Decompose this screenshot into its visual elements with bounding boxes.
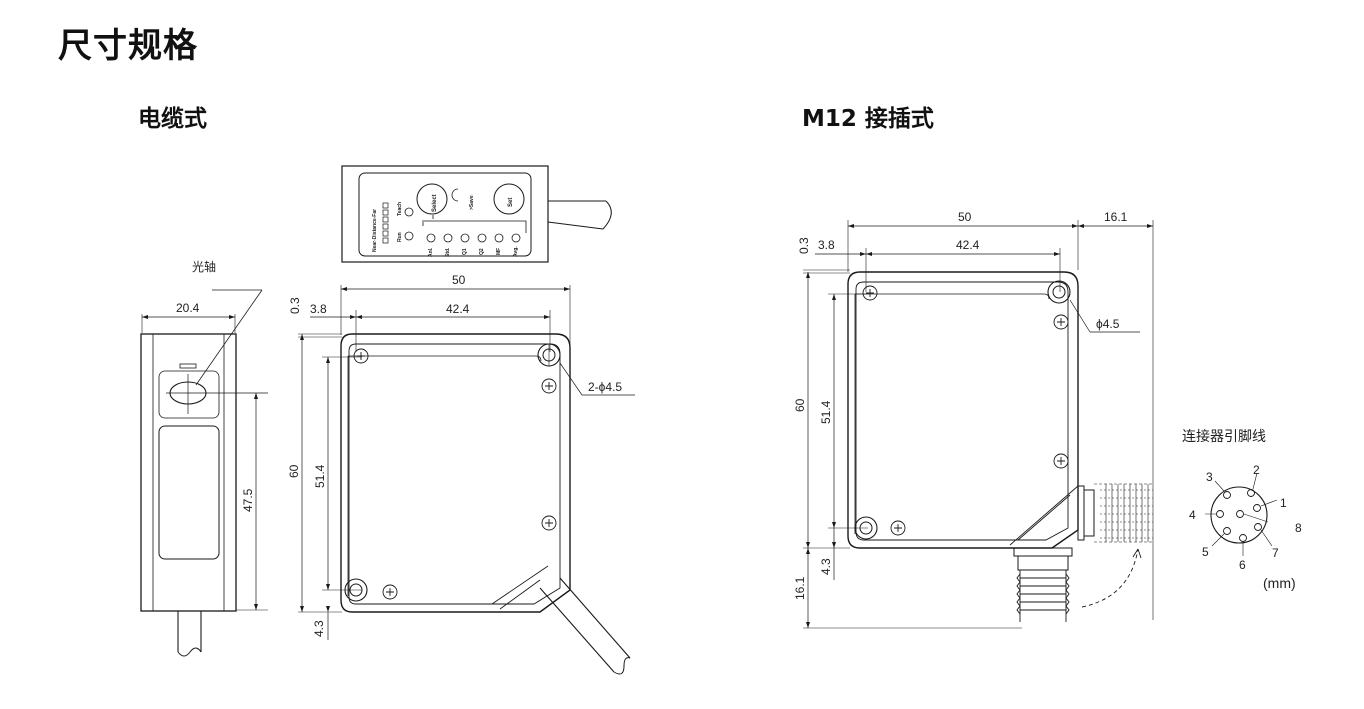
indicator-label: Q1 (462, 248, 468, 255)
optical-axis-label: 光轴 (192, 259, 216, 274)
connector-pins-title: 连接器引脚线 (1182, 428, 1266, 444)
indicator-label: Q2 (479, 248, 485, 255)
set-button: Set (508, 198, 514, 207)
indicator-label: Anl. (428, 247, 434, 257)
front-width-dim: 50 (452, 273, 466, 287)
m12-height-dim: 60 (793, 398, 807, 412)
connector-pin-diagram: 连接器引脚线 1 2 3 4 5 6 7 8 (mm) (1182, 428, 1302, 591)
m12-width-dim: 50 (958, 210, 972, 224)
front-hole-pitch-v-dim: 51.4 (313, 464, 327, 488)
pin-label: 6 (1239, 558, 1246, 572)
cable-type-title: 电缆式 (138, 106, 207, 132)
m12-offset-x-dim: 3.8 (818, 238, 835, 252)
front-offset-y-dim: 0.3 (288, 297, 302, 314)
indicator-label: MF (496, 248, 502, 255)
pin-label: 8 (1295, 521, 1302, 535)
cable-side-view: 光轴 20.4 47.5 (140, 259, 268, 657)
pin-label: 1 (1280, 496, 1287, 510)
m12-type-title: M12 接插式 (802, 106, 934, 132)
side-width-dim: 20.4 (176, 301, 200, 315)
front-offset-x-dim: 3.8 (310, 302, 327, 316)
cable-top-panel: Near-Distance-Far Run Teach Select Set >… (341, 165, 612, 263)
side-height-dim: 47.5 (241, 488, 255, 512)
m12-hole-pitch-v-dim: 51.4 (819, 400, 833, 424)
indicator-label: Std. (445, 247, 451, 257)
page-title: 尺寸规格 (58, 26, 198, 66)
panel-teach-label: Teach (397, 202, 403, 216)
m12-front-view: 50 16.1 3.8 42.4 0.3 (793, 210, 1154, 629)
unit-label: (mm) (1263, 575, 1296, 591)
pin-label: 2 (1253, 463, 1260, 477)
m12-connector-len-dim: 16.1 (1104, 210, 1128, 224)
m12-hole-pitch-dim: 42.4 (956, 238, 980, 252)
m12-bottom-offset-dim: 4.3 (819, 558, 833, 575)
front-hole-label: 2-ϕ4.5 (588, 380, 622, 394)
pin-label: 4 (1189, 508, 1196, 522)
select-button: Select (432, 194, 438, 212)
m12-offset-y-dim: 0.3 (797, 237, 811, 254)
m12-hole-label: ϕ4.5 (1096, 317, 1120, 331)
panel-save-label: >Save (469, 195, 475, 210)
pin-label: 7 (1272, 546, 1279, 560)
front-hole-pitch-dim: 42.4 (446, 302, 470, 316)
cable-front-view: 50 3.8 42.4 0.3 (287, 273, 635, 675)
front-bottom-offset-dim: 4.3 (312, 620, 326, 637)
indicator-label: Avg. (513, 246, 519, 257)
front-height-dim: 60 (287, 464, 301, 478)
panel-scale-label: Near-Distance-Far (372, 209, 378, 252)
m12-bottom-connector-dim: 16.1 (793, 576, 807, 600)
panel-run-label: Run (397, 232, 403, 242)
pin-label: 3 (1206, 470, 1213, 484)
pin-label: 5 (1202, 545, 1209, 559)
